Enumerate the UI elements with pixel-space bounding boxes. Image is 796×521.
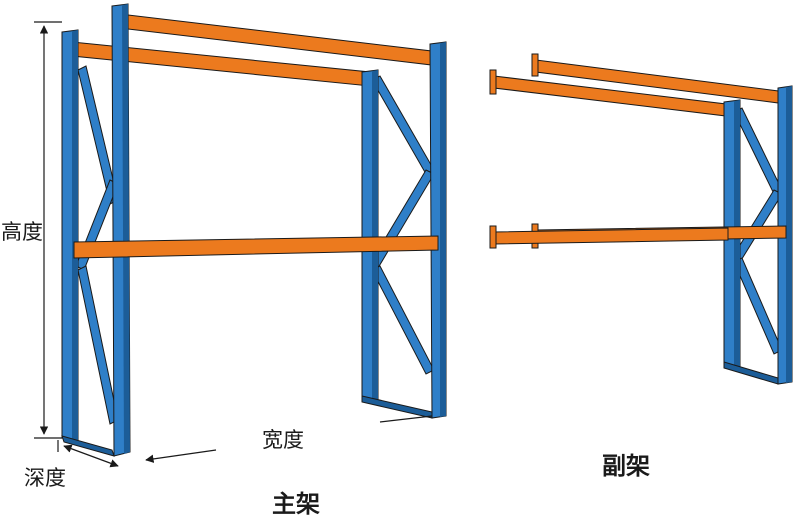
main-left-upright-frame <box>61 3 131 457</box>
depth-dimension-line <box>63 444 119 468</box>
main-frame <box>61 3 447 457</box>
main-right-upright-frame <box>361 41 447 419</box>
width-label: 宽度 <box>262 428 304 452</box>
sub-frame <box>489 53 793 385</box>
main-lower-beam <box>73 235 439 259</box>
main-frame-label: 主架 <box>272 489 320 518</box>
sub-lower-front-beam <box>493 227 729 245</box>
sub-frame-label: 副架 <box>602 451 650 480</box>
depth-label: 深度 <box>24 466 66 490</box>
height-label: 高度 <box>1 220 43 244</box>
width-dimension-line <box>145 449 217 461</box>
dimension-lines <box>34 21 433 468</box>
